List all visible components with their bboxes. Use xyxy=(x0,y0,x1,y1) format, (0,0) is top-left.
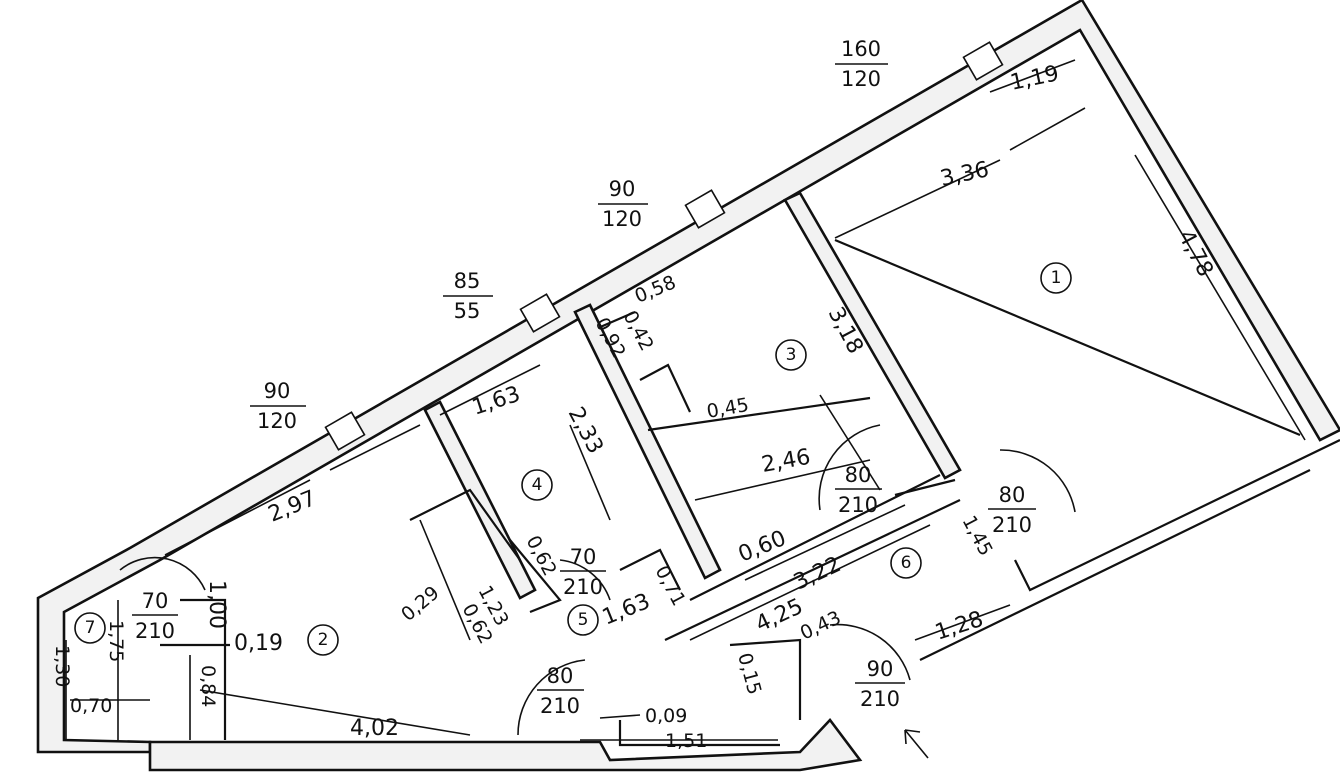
window-height: 120 xyxy=(602,207,642,231)
door-label-d6: 90 210 xyxy=(855,657,905,711)
door-label-d2: 80 210 xyxy=(988,483,1036,537)
window-height: 120 xyxy=(841,67,881,91)
interior-walls xyxy=(160,191,1301,747)
dim-label: 0,09 xyxy=(645,705,687,727)
window-marks xyxy=(324,41,1004,451)
dim-label: 4,02 xyxy=(350,716,399,741)
room-marker-4: 4 xyxy=(521,469,553,501)
door-width: 80 xyxy=(547,664,574,688)
dim-label: 3,36 xyxy=(938,157,991,192)
door-height: 210 xyxy=(563,575,603,599)
room-marker-6: 6 xyxy=(890,547,922,579)
window-label-w3: 85 55 xyxy=(443,269,493,323)
window-labels: 160 120 90 120 85 55 90 120 xyxy=(250,37,888,433)
room-number: 7 xyxy=(85,618,96,638)
window-label-w4: 90 120 xyxy=(250,379,306,433)
dim-label: 1,75 xyxy=(105,620,127,662)
door-label-d5: 80 210 xyxy=(537,664,584,718)
dim-label: 1,63 xyxy=(469,382,523,421)
window-width: 160 xyxy=(841,37,881,61)
door-labels: 80 210 80 210 70 210 70 210 80 210 90 21… xyxy=(132,463,1036,718)
door-label-d1: 80 210 xyxy=(835,463,882,517)
room-markers: 1 2 3 4 5 6 7 xyxy=(74,262,1072,656)
door-height: 210 xyxy=(540,694,580,718)
room-number: 6 xyxy=(901,553,912,573)
door-height: 210 xyxy=(860,687,900,711)
room-marker-2: 2 xyxy=(307,624,339,656)
door-swings xyxy=(119,424,1076,759)
dim-label: 0,19 xyxy=(234,631,283,656)
dim-label: 2,46 xyxy=(760,445,813,478)
dim-label: 1,30 xyxy=(51,645,73,687)
window-height: 120 xyxy=(257,409,297,433)
window-width: 90 xyxy=(609,177,636,201)
outer-walls xyxy=(36,0,1340,772)
dim-label: 1,51 xyxy=(665,730,707,752)
room-number: 2 xyxy=(318,630,329,650)
room-marker-7: 7 xyxy=(74,612,106,644)
dim-label: 0,45 xyxy=(705,394,750,423)
dim-label: 0,70 xyxy=(70,695,112,717)
door-height: 210 xyxy=(992,513,1032,537)
dim-label: 0,71 xyxy=(651,562,690,610)
dim-label: 1,00 xyxy=(204,580,229,629)
room-number: 1 xyxy=(1051,268,1062,288)
dim-label: 1,63 xyxy=(599,589,654,631)
door-width: 70 xyxy=(570,545,597,569)
door-width: 90 xyxy=(867,657,894,681)
dim-label: 0,15 xyxy=(733,651,765,698)
room-marker-3: 3 xyxy=(775,339,807,371)
window-height: 55 xyxy=(454,299,481,323)
door-height: 210 xyxy=(838,493,878,517)
room-number: 4 xyxy=(532,475,543,495)
door-width: 70 xyxy=(142,589,169,613)
dim-label: 0,29 xyxy=(397,582,444,626)
window-label-w1: 160 120 xyxy=(835,37,888,91)
room-marker-5: 5 xyxy=(567,604,599,636)
room-number: 5 xyxy=(578,610,589,630)
door-width: 80 xyxy=(845,463,872,487)
dimension-lines xyxy=(65,59,1306,741)
door-label-d3: 70 210 xyxy=(560,545,606,599)
room-number: 3 xyxy=(786,345,797,365)
door-label-d4: 70 210 xyxy=(132,589,178,643)
window-width: 90 xyxy=(264,379,291,403)
dim-label: 0,84 xyxy=(197,665,219,707)
dim-label: 2,33 xyxy=(563,403,608,458)
dim-label: 0,60 xyxy=(735,526,790,568)
room-marker-1: 1 xyxy=(1040,262,1072,294)
door-width: 80 xyxy=(999,483,1026,507)
window-label-w2: 90 120 xyxy=(598,177,648,231)
door-height: 210 xyxy=(135,619,175,643)
window-width: 85 xyxy=(454,269,481,293)
dim-label: 3,22 xyxy=(790,552,845,595)
